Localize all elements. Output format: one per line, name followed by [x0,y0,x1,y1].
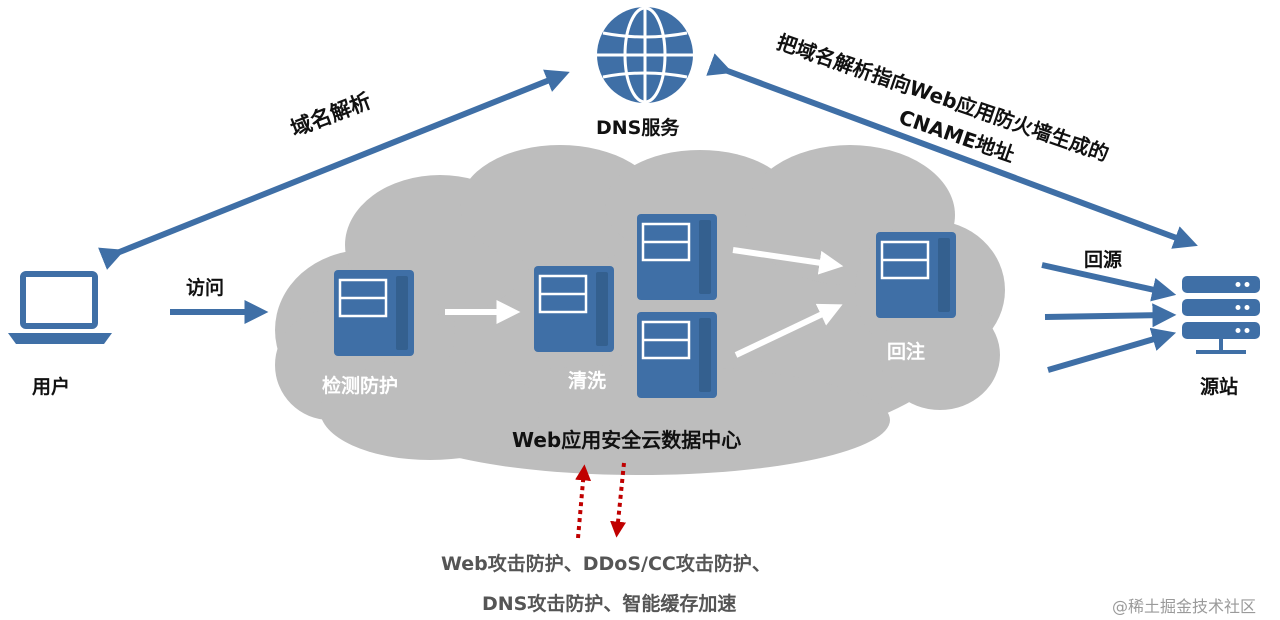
reinject-server-icon [874,230,958,320]
clean-label: 清洗 [568,370,607,392]
back-to-origin-arrow-1 [1041,262,1177,302]
back-to-origin-arrow-3 [1047,327,1177,373]
dns-service-label: DNS服务 [596,117,680,139]
clean-server-bottom-icon [635,310,719,400]
user-label: 用户 [32,376,71,398]
detect-label: 检测防护 [322,375,399,397]
features-line2: DNS攻击防护、智能缓存加速 [482,593,737,615]
detect-server-icon [332,268,416,358]
cloud-center-label: Web应用安全云数据中心 [512,428,742,452]
laptop-icon [8,271,112,344]
watermark: @稀土掘金技术社区 [1112,597,1257,616]
features-up-arrow [575,464,592,539]
clean-to-reinject-arrow-2 [734,303,843,358]
back-to-origin-arrow-2 [1044,303,1177,328]
features-line1: Web攻击防护、DDoS/CC攻击防护、 [441,553,771,575]
clean-to-reinject-arrow-1 [732,247,844,275]
visit-label: 访问 [186,277,225,299]
reinject-label: 回注 [887,341,926,363]
back-to-origin-label: 回源 [1084,249,1123,271]
globe-icon [597,6,693,104]
server-rack-icon [1182,276,1260,354]
clean-server-icon [532,264,616,354]
cname-arrow [706,53,1198,249]
features-down-arrow [610,462,627,538]
domain-resolve-arrow [98,69,570,270]
clean-server-top-icon [635,212,719,302]
origin-label: 源站 [1200,376,1239,398]
